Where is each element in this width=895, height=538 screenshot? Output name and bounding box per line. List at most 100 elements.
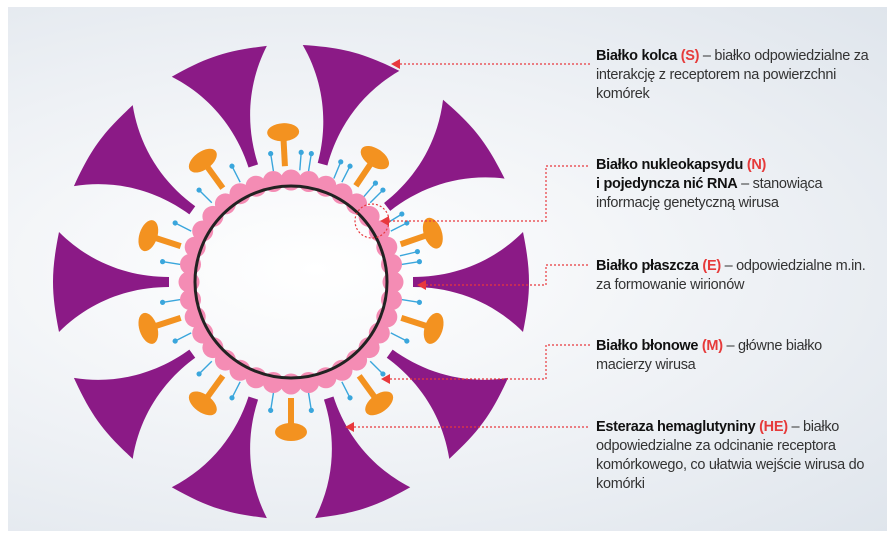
label-membrane-code: (M)	[701, 338, 723, 354]
lipid-tail	[363, 184, 375, 198]
lipid-tail	[270, 392, 275, 409]
lipid-head	[338, 159, 344, 165]
lipid-membrane	[160, 149, 422, 413]
lipid-tail	[341, 167, 350, 183]
he-protein	[353, 145, 390, 188]
lipid-molecule	[369, 187, 386, 204]
he-protein	[138, 312, 182, 344]
label-membrane-title: Białko błonowe	[596, 338, 699, 354]
he-cap	[423, 312, 444, 344]
he-stem	[399, 231, 431, 248]
label-spike-title: Białko kolca	[596, 48, 678, 64]
label-envelope-title: Białko płaszcza	[596, 258, 699, 274]
lipid-molecule	[333, 159, 344, 179]
lipid-tail	[333, 163, 341, 179]
spike-protein	[386, 349, 509, 459]
lipid-tail	[341, 381, 350, 397]
lipid-molecule	[298, 149, 304, 171]
lipid-molecule	[196, 360, 213, 377]
rna-strand	[193, 184, 389, 380]
he-protein	[400, 312, 444, 344]
lipid-tail	[164, 298, 181, 303]
label-envelope-code: (E)	[702, 258, 721, 274]
lipid-tail	[401, 298, 418, 303]
lipid-head	[380, 187, 386, 193]
spike-shape	[73, 349, 196, 459]
lipid-molecule	[369, 360, 386, 377]
lipid-tail	[176, 332, 192, 341]
he-protein	[188, 374, 226, 416]
label-membrane: Białko błonowe (M) – główne białko macie…	[596, 337, 881, 375]
he-cap	[360, 145, 390, 170]
lipid-head	[347, 395, 353, 401]
label-spike: Białko kolca (S) – białko odpowiedzialne…	[596, 47, 881, 104]
lipid-molecule	[363, 180, 379, 198]
he-cap	[188, 148, 217, 173]
lipid-head	[372, 180, 379, 186]
label-nucleocapsid-title: Białko nukleokapsydu	[596, 157, 744, 173]
lipid-molecule	[160, 298, 181, 305]
lipid-tail	[307, 155, 312, 172]
lipid-head	[160, 259, 166, 265]
leader-arrow	[345, 422, 354, 432]
lipid-head	[196, 187, 202, 193]
he-stem	[202, 374, 226, 402]
spike-shape	[315, 396, 411, 519]
spike-protein	[53, 232, 169, 332]
lipid-tail	[164, 261, 181, 266]
lipid-tail	[390, 332, 406, 341]
he-protein	[275, 398, 307, 441]
spike-protein	[171, 396, 267, 519]
lipid-tail	[176, 223, 192, 232]
he-cap	[138, 312, 159, 344]
he-stem	[151, 234, 182, 250]
leader-line	[426, 264, 590, 286]
he-protein	[356, 374, 394, 416]
lipid-molecule	[390, 220, 410, 232]
he-stem	[280, 136, 288, 167]
lipid-molecule	[341, 163, 353, 183]
lipid-tail	[299, 154, 302, 171]
nucleocapsid-ring	[178, 169, 404, 395]
spike-proteins	[53, 44, 529, 519]
spike-protein	[73, 349, 196, 459]
he-cap	[365, 391, 394, 416]
label-hemagglutinin: Esteraza hemaglutyniny (HE) – białko odp…	[596, 418, 881, 494]
spike-shape	[413, 232, 529, 332]
lipid-tail	[399, 251, 416, 257]
lipid-molecule	[229, 163, 241, 183]
he-protein	[188, 148, 226, 190]
spike-protein	[413, 232, 529, 332]
spike-shape	[53, 232, 169, 332]
spike-shape	[302, 44, 400, 166]
lipid-head	[308, 151, 314, 157]
lipid-head	[347, 163, 353, 169]
he-cap	[138, 220, 159, 252]
spike-shape	[73, 105, 196, 215]
spike-shape	[386, 349, 509, 459]
label-nucleocapsid-code: (N)	[746, 157, 767, 173]
lipid-tail	[401, 261, 418, 266]
he-cap	[267, 123, 300, 142]
lipid-molecule	[229, 381, 241, 401]
lipid-head	[404, 338, 410, 344]
lipid-head	[416, 259, 422, 265]
spike-protein	[384, 99, 505, 211]
lipid-molecule	[307, 392, 314, 413]
label-hemagglutinin-code: (HE)	[759, 419, 788, 435]
infographic: Białko kolca (S) – białko odpowiedzialne…	[8, 7, 887, 531]
lipid-head	[268, 407, 274, 413]
lipid-tail	[199, 190, 213, 204]
lipid-head	[229, 163, 235, 169]
label-spike-desc: – białko odpowiedzialne za interakcję z …	[596, 48, 869, 102]
lipid-molecule	[268, 151, 275, 172]
label-spike-code: (S)	[680, 48, 700, 64]
lipid-head	[380, 371, 386, 377]
lipid-head	[399, 211, 405, 217]
lipid-tail	[307, 392, 312, 409]
lipid-molecule	[401, 259, 422, 266]
he-cap	[188, 391, 217, 416]
lipid-molecule	[172, 220, 192, 232]
leader-arrow	[380, 216, 389, 226]
coronavirus-diagram	[53, 44, 590, 519]
